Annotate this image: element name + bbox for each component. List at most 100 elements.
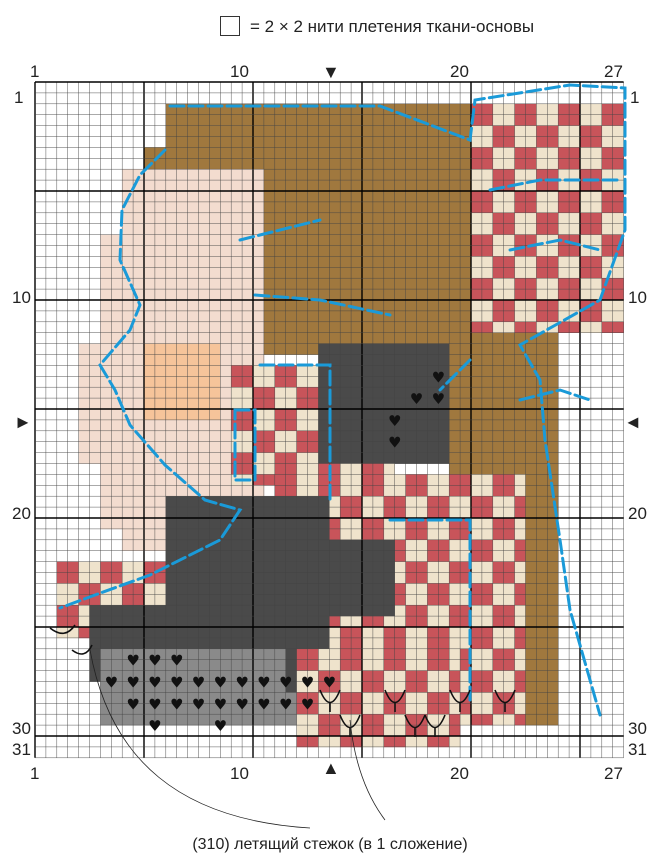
stitch-cell <box>242 638 253 649</box>
stitch-cell <box>286 365 297 376</box>
stitch-cell <box>220 202 231 213</box>
stitch-cell <box>362 322 373 333</box>
stitch-cell <box>329 583 340 594</box>
stitch-cell <box>79 442 90 453</box>
stitch-cell <box>515 562 526 573</box>
stitch-cell <box>242 496 253 507</box>
stitch-cell <box>264 453 275 464</box>
stitch-cell <box>275 627 286 638</box>
stitch-cell <box>231 147 242 158</box>
stitch-cell <box>264 431 275 442</box>
stitch-cell <box>144 311 155 322</box>
stitch-cell <box>111 692 122 703</box>
stitch-cell <box>526 202 537 213</box>
stitch-cell <box>188 300 199 311</box>
stitch-cell <box>318 638 329 649</box>
stitch-cell <box>427 420 438 431</box>
stitch-cell <box>242 616 253 627</box>
stitch-cell <box>329 551 340 562</box>
stitch-cell <box>417 289 428 300</box>
stitch-cell <box>253 551 264 562</box>
stitch-cell <box>264 714 275 725</box>
stitch-cell <box>100 278 111 289</box>
heart-symbol: ♥ <box>301 674 314 692</box>
stitch-cell <box>209 289 220 300</box>
stitch-cell <box>318 387 329 398</box>
stitch-cell <box>351 256 362 267</box>
stitch-cell <box>100 649 111 660</box>
stitch-cell <box>417 583 428 594</box>
stitch-cell <box>384 322 395 333</box>
stitch-cell <box>373 649 384 660</box>
stitch-cell <box>449 322 460 333</box>
stitch-cell <box>536 583 547 594</box>
stitch-cell <box>155 573 166 584</box>
stitch-cell <box>340 169 351 180</box>
stitch-cell <box>417 333 428 344</box>
stitch-cell <box>362 202 373 213</box>
stitch-cell <box>406 278 417 289</box>
stitch-cell <box>144 147 155 158</box>
stitch-cell <box>264 398 275 409</box>
stitch-cell <box>286 191 297 202</box>
stitch-cell <box>373 714 384 725</box>
stitch-cell <box>209 649 220 660</box>
stitch-cell <box>351 518 362 529</box>
stitch-cell <box>297 267 308 278</box>
stitch-cell <box>438 344 449 355</box>
stitch-cell <box>133 202 144 213</box>
stitch-cell <box>493 551 504 562</box>
stitch-cell <box>275 300 286 311</box>
stitch-cell <box>417 355 428 366</box>
stitch-cell <box>395 649 406 660</box>
stitch-cell <box>395 496 406 507</box>
stitch-cell <box>482 104 493 115</box>
stitch-cell <box>111 703 122 714</box>
stitch-cell <box>547 202 558 213</box>
stitch-cell <box>362 725 373 736</box>
stitch-cell <box>242 191 253 202</box>
stitch-cell <box>417 202 428 213</box>
stitch-cell <box>340 649 351 660</box>
stitch-cell <box>318 496 329 507</box>
stitch-cell <box>340 474 351 485</box>
stitch-cell <box>406 638 417 649</box>
stitch-cell <box>384 529 395 540</box>
stitch-cell <box>177 224 188 235</box>
stitch-cell <box>373 191 384 202</box>
stitch-cell <box>515 453 526 464</box>
stitch-cell <box>547 431 558 442</box>
stitch-cell <box>449 583 460 594</box>
stitch-cell <box>384 387 395 398</box>
stitch-cell <box>449 246 460 257</box>
stitch-cell <box>340 442 351 453</box>
stitch-cell <box>166 409 177 420</box>
stitch-cell <box>166 300 177 311</box>
stitch-cell <box>613 289 624 300</box>
stitch-cell <box>329 333 340 344</box>
stitch-cell <box>406 169 417 180</box>
stitch-cell <box>569 126 580 137</box>
stitch-cell <box>482 562 493 573</box>
stitch-cell <box>471 235 482 246</box>
stitch-cell <box>133 605 144 616</box>
stitch-cell <box>242 267 253 278</box>
stitch-cell <box>329 518 340 529</box>
stitch-cell <box>351 573 362 584</box>
stitch-cell <box>406 180 417 191</box>
stitch-cell <box>220 583 231 594</box>
stitch-cell <box>220 311 231 322</box>
stitch-cell <box>242 464 253 475</box>
stitch-cell <box>547 682 558 693</box>
stitch-cell <box>220 322 231 333</box>
stitch-cell <box>526 431 537 442</box>
stitch-cell <box>515 126 526 137</box>
stitch-cell <box>199 246 210 257</box>
stitch-cell <box>395 278 406 289</box>
stitch-cell <box>526 267 537 278</box>
stitch-cell <box>362 627 373 638</box>
stitch-cell <box>417 682 428 693</box>
stitch-cell <box>90 398 101 409</box>
stitch-cell <box>547 267 558 278</box>
stitch-cell <box>558 147 569 158</box>
